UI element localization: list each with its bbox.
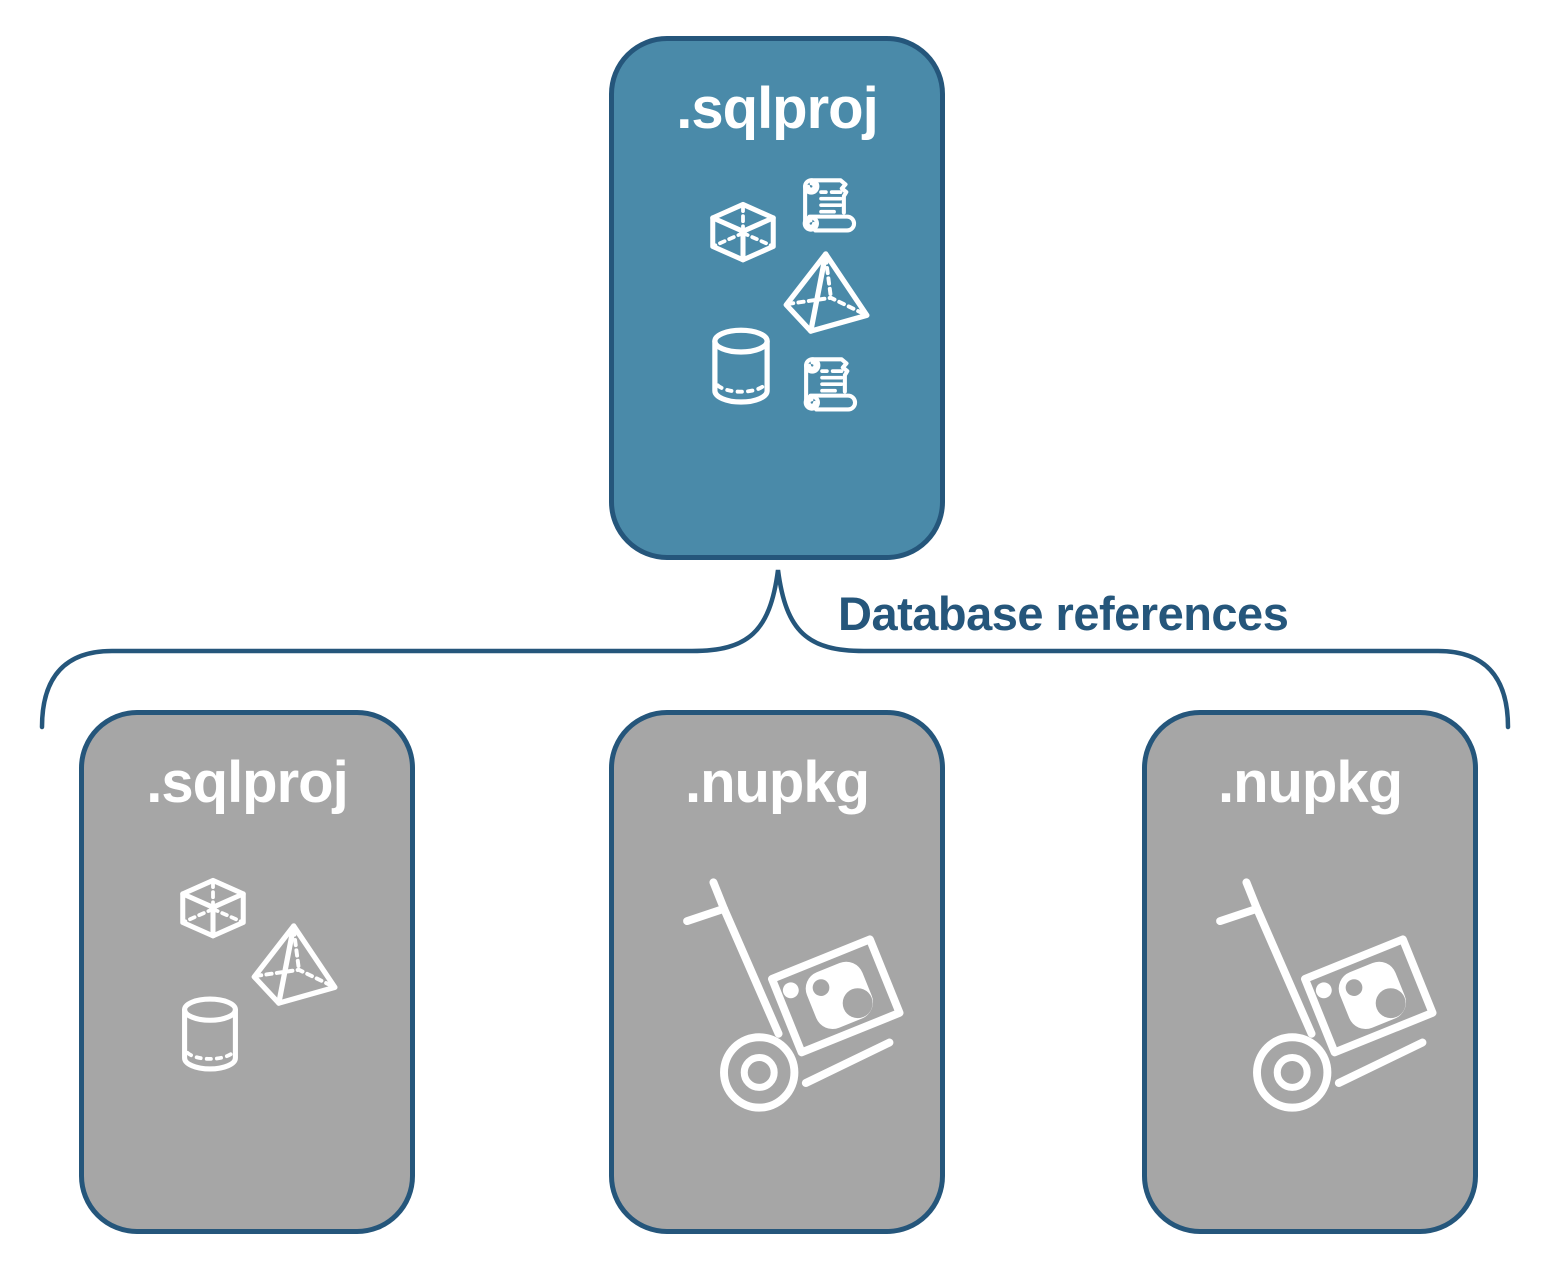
card-title: .sqlproj [676, 76, 878, 141]
package-dolly-icon [1191, 863, 1455, 1127]
child-sqlproj-card: .sqlproj [79, 710, 415, 1234]
pyramid-icon [776, 247, 878, 339]
package-dolly-icon [658, 863, 922, 1127]
card-title: .nupkg [684, 750, 870, 815]
cylinder-icon [174, 987, 246, 1073]
child-nupkg-card: .nupkg [1142, 710, 1478, 1234]
scroll-icon [800, 353, 862, 417]
card-title: .sqlproj [146, 750, 348, 815]
child-nupkg-card: .nupkg [609, 710, 945, 1234]
cube-icon [698, 191, 788, 275]
connector-label: Database references [838, 587, 1289, 640]
scroll-icon [799, 174, 861, 238]
pyramid-icon [244, 919, 346, 1011]
root-sqlproj-card: .sqlproj [609, 36, 945, 560]
cylinder-icon [704, 317, 778, 407]
card-title: .nupkg [1217, 750, 1403, 815]
